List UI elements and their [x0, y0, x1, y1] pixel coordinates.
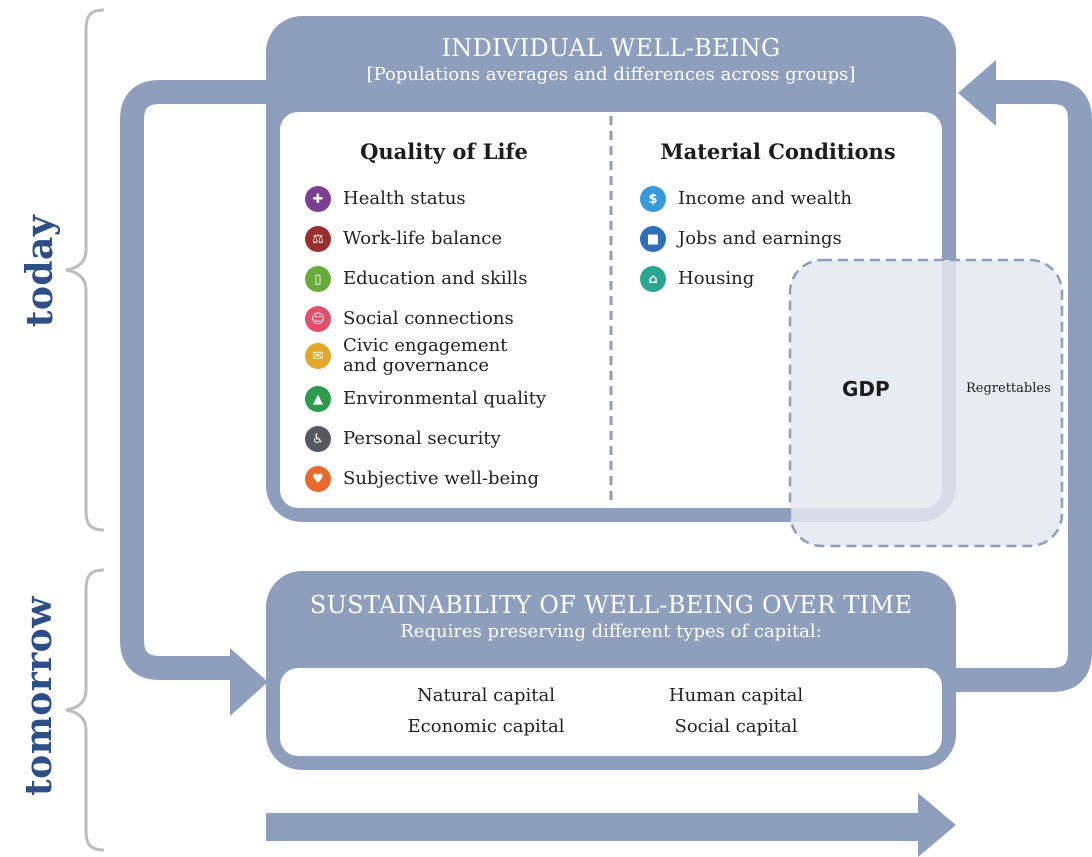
- today-label: today: [19, 214, 61, 328]
- natural-capital: Natural capital: [417, 685, 555, 706]
- ballot-icon: ✉: [305, 343, 331, 369]
- quality-of-life-heading: Quality of Life: [360, 139, 528, 164]
- scales-icon: ⚖: [305, 226, 331, 252]
- briefcase-icon: ■: [640, 226, 666, 252]
- sustainability-box-inner: [280, 668, 942, 756]
- dimension-item: ✚ Health status: [305, 186, 466, 212]
- dimension-label: Personal security: [343, 428, 501, 449]
- health-cross-icon: ✚: [305, 186, 331, 212]
- dimension-label: Subjective well-being: [343, 468, 539, 489]
- money-icon: $: [640, 186, 666, 212]
- human-capital: Human capital: [668, 685, 804, 706]
- individual-title: INDIVIDUAL WELL-BEING: [441, 34, 781, 62]
- heart-icon: ♥: [305, 466, 331, 492]
- regrettables-label: Regrettables: [966, 381, 1051, 396]
- right-loop-arrow: [950, 80, 1092, 692]
- dimension-label: Health status: [343, 188, 466, 209]
- gdp-label: GDP: [842, 377, 890, 401]
- left-loop-arrowhead: [230, 648, 268, 716]
- house-icon: ⌂: [640, 266, 666, 292]
- tomorrow-brace: [65, 568, 105, 852]
- sustainability-subtitle: Requires preserving different types of c…: [400, 621, 822, 642]
- dimension-item: $ Income and wealth: [640, 186, 852, 212]
- dimension-item: ✉ Civic engagement and governance: [305, 336, 507, 376]
- today-brace: [65, 8, 105, 532]
- dimension-label: Education and skills: [343, 268, 528, 289]
- dimension-item: ♥ Subjective well-being: [305, 466, 539, 492]
- individual-subtitle: [Populations averages and differences ac…: [366, 64, 856, 85]
- individual-box-inner: [280, 112, 942, 508]
- material-conditions-heading: Material Conditions: [660, 139, 896, 164]
- dimension-label: Civic engagement and governance: [343, 335, 508, 376]
- right-loop-arrowhead: [958, 60, 996, 126]
- dimension-label: Jobs and earnings: [678, 228, 842, 249]
- left-loop-arrow: [120, 80, 282, 680]
- dimension-label: Environmental quality: [343, 388, 547, 409]
- sustainability-header: SUSTAINABILITY OF WELL-BEING OVER TIME R…: [266, 591, 956, 642]
- book-icon: ▯: [305, 266, 331, 292]
- dimension-item: ⚖ Work-life balance: [305, 226, 502, 252]
- dimension-label: Income and wealth: [678, 188, 853, 209]
- dimension-item: ■ Jobs and earnings: [640, 226, 842, 252]
- dimension-item: ♿ Personal security: [305, 426, 501, 452]
- social-capital: Social capital: [674, 716, 798, 737]
- time-arrow-head: [918, 793, 956, 857]
- tree-icon: ▲: [305, 386, 331, 412]
- time-arrow-shaft: [266, 813, 926, 841]
- individual-header: INDIVIDUAL WELL-BEING [Populations avera…: [266, 34, 956, 85]
- dimension-item: ▲ Environmental quality: [305, 386, 546, 412]
- dimension-item: ▯ Education and skills: [305, 266, 527, 292]
- dimension-item: ☺ Social connections: [305, 306, 514, 332]
- dimension-label: Social connections: [343, 308, 514, 329]
- running-person-icon: ♿: [305, 426, 331, 452]
- sustainability-title: SUSTAINABILITY OF WELL-BEING OVER TIME: [309, 591, 913, 619]
- dimension-label: Work-life balance: [343, 228, 503, 249]
- dimension-label: Housing: [678, 268, 755, 289]
- tomorrow-label: tomorrow: [18, 596, 60, 796]
- economic-capital: Economic capital: [407, 716, 565, 737]
- dimension-item: ⌂ Housing: [640, 266, 754, 292]
- people-icon: ☺: [305, 306, 331, 332]
- gdp-region: [788, 258, 1064, 548]
